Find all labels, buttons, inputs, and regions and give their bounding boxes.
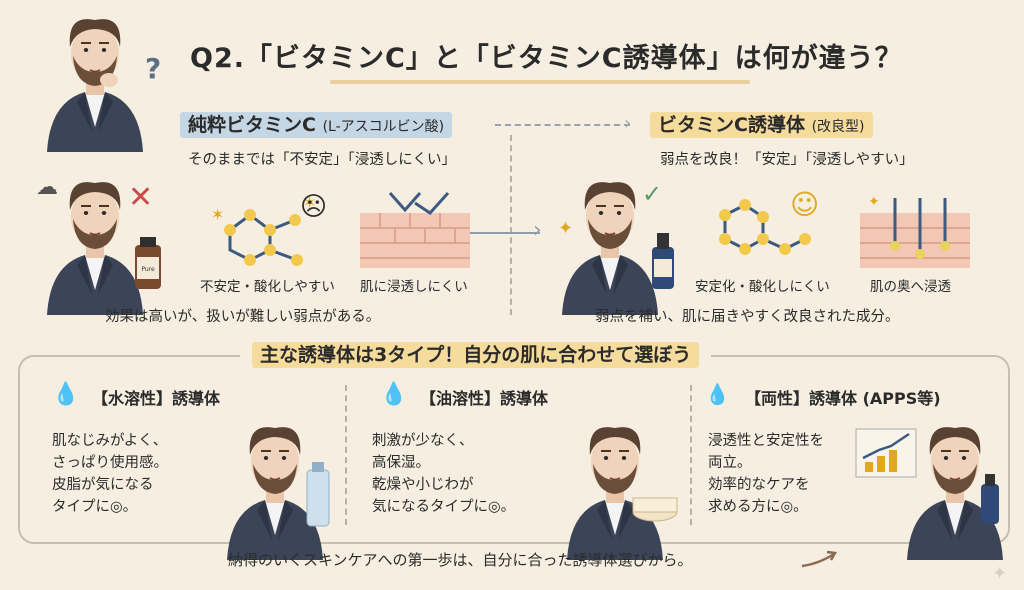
top-arrow-icon: › <box>624 113 632 134</box>
type-amphiphilic-title: 【両性】誘導体 (APPS等) <box>745 389 941 408</box>
man-with-cream-illustration <box>566 426 678 561</box>
cross-icon: ✕ <box>128 180 154 215</box>
happy-man-illustration <box>561 181 674 316</box>
happy-face-icon: ☺ <box>790 188 820 221</box>
left-caption-penetration: 肌に浸透しにくい <box>360 279 468 295</box>
question-mark-icon: ? <box>145 52 162 85</box>
worry-scribble-icon: ☁ <box>36 175 58 200</box>
type-oil-title: 【油溶性】誘導体 <box>420 389 549 408</box>
top-arrow-line <box>495 124 630 126</box>
man-with-lotion-illustration <box>226 426 330 561</box>
svg-text:Pure: Pure <box>141 266 155 273</box>
right-caption-penetration: 肌の奥へ浸透 <box>870 279 951 295</box>
types-divider-1 <box>345 385 347 525</box>
svg-text:✦: ✦ <box>868 194 880 210</box>
worried-man-illustration: Pure <box>46 181 161 316</box>
left-caption-unstable: 不安定・酸化しやすい <box>200 279 335 295</box>
type-oil-description: 刺激が少なく、 高保湿。 乾燥や小じわが 気になるタイプに◎。 <box>372 433 516 515</box>
svg-text:✶: ✶ <box>303 193 316 212</box>
stable-molecule-icon <box>719 199 811 255</box>
left-heading: 純粋ビタミンC (L-アスコルビン酸) <box>180 110 453 138</box>
title-underline <box>330 80 750 84</box>
growth-chart-icon <box>855 428 917 478</box>
types-divider-2 <box>690 385 692 525</box>
oil-drop-icon: 💧 <box>380 382 408 407</box>
skin-penetration-icon: ✦ <box>860 194 970 268</box>
unhappy-face-icon: ☹ <box>300 192 328 222</box>
right-subtitle: 弱点を改良！「安定」「浸透しやすい」 <box>660 152 914 168</box>
left-subtitle: そのままでは「不安定」「浸透しにくい」 <box>188 152 456 168</box>
man-pointing-illustration <box>906 426 1004 561</box>
svg-text:✶: ✶ <box>211 205 224 224</box>
right-summary: 弱点を補い、肌に届きやすく改良された成分。 <box>595 309 900 325</box>
dual-drop-icon: 💧 <box>705 382 730 406</box>
middle-arrow-line <box>470 232 540 234</box>
unstable-molecule-icon: ✶ ✶ <box>211 193 316 266</box>
water-drop-leaf-icon: 💧 <box>52 382 80 407</box>
right-caption-stable: 安定化・酸化しにくい <box>695 279 830 295</box>
page-title: Q2.「ビタミンC」と「ビタミンC誘導体」は何が違う？ <box>190 43 903 74</box>
middle-arrow-icon: › <box>533 218 542 243</box>
vertical-divider <box>510 135 512 315</box>
type-water-description: 肌なじみがよく、 さっぱり使用感。 皮脂が気になる タイプに◎。 <box>52 433 168 515</box>
sparkle-icon: ✦ <box>558 218 574 239</box>
types-banner: 主な誘導体は3タイプ！自分の肌に合わせて選ぼう <box>240 340 712 368</box>
type-water-title: 【水溶性】誘導体 <box>92 389 221 408</box>
sparkle-watermark-icon: ✦ <box>992 563 1008 584</box>
check-icon: ✓ <box>642 180 663 208</box>
thinking-man-illustration <box>46 18 144 154</box>
right-heading: ビタミンC誘導体 (改良型) <box>650 110 873 138</box>
type-amphiphilic-description: 浸透性と安定性を 両立。 効率的なケアを 求める方に◎。 <box>708 433 824 515</box>
skin-blocked-icon <box>360 191 470 268</box>
left-summary: 効果は高いが、扱いが難しい弱点がある。 <box>105 309 381 325</box>
footer-arrow-icon <box>801 550 838 568</box>
footer-message: 納得のいくスキンケアへの第一歩は、自分に合った誘導体選びから。 <box>228 551 693 569</box>
